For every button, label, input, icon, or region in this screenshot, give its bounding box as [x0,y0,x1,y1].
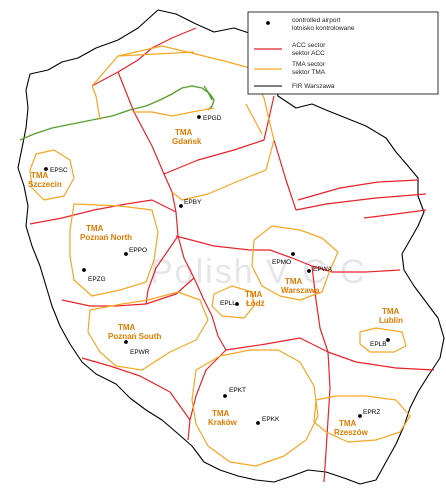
airport-dot [197,115,201,119]
airport-code: EPLL [220,300,236,307]
airport-dot [124,252,128,256]
legend-item-tma: TMA sector sektor TMA [254,61,327,76]
airport-code: EPSC [50,167,68,174]
airport-dot [82,268,86,272]
airport-dot [307,269,311,273]
tma-label-szczecin: TMA Szczecin [28,171,62,189]
tma-label-poznan-south: TMA Poznań South [108,323,161,341]
airport-dot [223,394,227,398]
airport-epkk: EPKK [256,416,280,425]
airport-dot [235,302,239,306]
tma-label-lublin: TMA Lublin [379,307,403,325]
airport-code: EPKK [262,416,280,423]
airport-eplb: EPLB [370,338,390,348]
tma-label-poznan-north: TMA Poznań North [80,224,132,242]
airport-code: EPLB [370,341,387,348]
airport-code: EPRZ [363,409,380,416]
coastline [19,85,215,141]
tma-labels: TMA Szczecin TMA Gdańsk TMA Poznań North… [28,128,403,437]
tma-sector-lines [29,45,411,467]
tma-label-lodz: TMA Łódź [245,290,265,308]
airport-markers: EPSC EPGD EPBY EPPO EPZG EPMO EPWA EPLL [44,115,390,425]
legend-box [247,11,439,95]
legend-item-acc: ACC sector sektor ACC [254,42,327,57]
tma-label-krakow: TMA Kraków [208,409,238,427]
airport-epwr: EPWR [124,340,150,356]
airport-code: EPPO [129,247,147,254]
acc-sector-lines [29,27,435,483]
legend-item-fir: FIR Warszawa [254,83,335,90]
airport-code: EPZG [88,276,106,283]
airport-eppo: EPPO [124,247,147,256]
airport-epmo: EPMO [272,252,295,266]
legend-acc-label: ACC sector sektor ACC [292,42,327,57]
airport-dot [124,340,128,344]
legend-airport-dot [266,21,270,25]
airport-dot [386,338,390,342]
airport-dot [179,204,183,208]
legend-item-airport: controlled airport lotnisko kontrolowane [266,17,355,32]
airport-code: EPMO [272,259,291,266]
airport-dot [358,414,362,418]
tma-label-warszawa: TMA Warszawa [281,277,320,295]
airport-code: EPBY [184,199,202,206]
tma-label-gdansk: TMA Gdańsk [172,128,202,146]
airport-code: EPWA [313,266,333,273]
airport-epsc: EPSC [44,167,68,174]
airport-code: EPKT [229,387,246,394]
airport-dot [291,252,295,256]
airport-epll: EPLL [220,300,239,307]
airport-eprz: EPRZ [358,409,380,418]
legend: controlled airport lotnisko kontrolowane… [247,11,439,95]
airport-epwa: EPWA [307,266,333,273]
airport-dot [44,167,48,171]
airport-code: EPWR [130,349,150,356]
tma-label-rzeszow: TMA Rzeszów [334,419,369,437]
airport-epgd: EPGD [197,115,222,122]
legend-airport-label: controlled airport lotnisko kontrolowane [292,17,355,32]
legend-tma-label: TMA sector sektor TMA [292,61,327,76]
airport-epkt: EPKT [223,387,246,398]
airport-epzg: EPZG [82,268,106,283]
airport-code: EPGD [203,115,222,122]
airport-dot [256,421,260,425]
legend-fir-label: FIR Warszawa [292,83,335,90]
airport-epby: EPBY [179,199,202,208]
